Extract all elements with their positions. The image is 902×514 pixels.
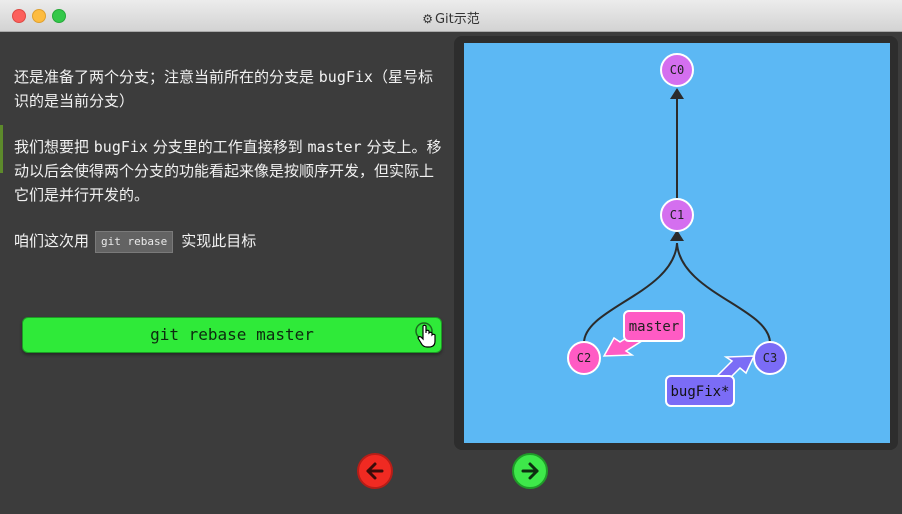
forward-button[interactable] bbox=[512, 453, 548, 489]
run-command-button[interactable]: git rebase master bbox=[22, 317, 442, 353]
instruction-text: 我们想要把 bbox=[14, 138, 94, 156]
gear-icon: ⚙ bbox=[422, 12, 433, 26]
branch-bugfix-label[interactable]: bugFix* bbox=[665, 355, 756, 407]
branch-name: bugFix bbox=[318, 68, 373, 86]
git-graph-canvas: C0 C1 C2 C3 master bbox=[464, 43, 890, 443]
minimize-window-button[interactable] bbox=[32, 9, 46, 23]
close-window-button[interactable] bbox=[12, 9, 26, 23]
arrow-left-icon bbox=[366, 462, 384, 480]
main-content: 还是准备了两个分支；注意当前所在的分支是 bugFix（星号标识的是当前分支） … bbox=[0, 33, 902, 514]
commit-c0[interactable]: C0 bbox=[660, 53, 694, 87]
instruction-paragraph-3: 咱们这次用 git rebase 实现此目标 bbox=[14, 229, 444, 253]
instruction-text: 还是准备了两个分支；注意当前所在的分支是 bbox=[14, 68, 319, 86]
commit-c2[interactable]: C2 bbox=[567, 341, 601, 375]
command-label: git rebase master bbox=[150, 325, 314, 344]
back-button[interactable] bbox=[357, 453, 393, 489]
edge-arrow-head bbox=[670, 88, 684, 99]
edge-c2-c1 bbox=[583, 242, 678, 344]
instruction-text: 实现此目标 bbox=[181, 232, 257, 250]
svg-text:C3: C3 bbox=[763, 351, 777, 365]
window-title: ⚙Git示范 bbox=[0, 8, 902, 27]
instruction-paragraph-2: 我们想要把 bugFix 分支里的工作直接移到 master 分支上。移动以后会… bbox=[14, 135, 444, 207]
svg-text:C1: C1 bbox=[670, 208, 684, 222]
instruction-panel: 还是准备了两个分支；注意当前所在的分支是 bugFix（星号标识的是当前分支） … bbox=[14, 65, 444, 275]
svg-text:bugFix*: bugFix* bbox=[670, 384, 729, 400]
instruction-text: 咱们这次用 bbox=[14, 232, 90, 250]
edge-arrow-head bbox=[670, 230, 684, 241]
edge-c3-c1 bbox=[676, 242, 771, 344]
window-edge-strip bbox=[0, 125, 3, 173]
instruction-text: （星号标识的是当前分支） bbox=[14, 68, 433, 110]
instruction-paragraph-1: 还是准备了两个分支；注意当前所在的分支是 bugFix（星号标识的是当前分支） bbox=[14, 65, 444, 113]
svg-text:master: master bbox=[629, 319, 680, 335]
window-title-text: Git示范 bbox=[434, 12, 480, 27]
branch-master-label[interactable]: master bbox=[602, 310, 685, 357]
arrow-right-icon bbox=[521, 462, 539, 480]
git-graph-svg: C0 C1 C2 C3 master bbox=[567, 53, 787, 407]
hand-pointer-icon bbox=[415, 322, 439, 350]
branch-name: master bbox=[307, 138, 362, 156]
commit-c3[interactable]: C3 bbox=[753, 341, 787, 375]
zoom-window-button[interactable] bbox=[52, 9, 66, 23]
svg-text:C0: C0 bbox=[670, 63, 684, 77]
svg-text:C2: C2 bbox=[577, 351, 591, 365]
instruction-text: 分支里的工作直接移到 bbox=[147, 138, 308, 156]
instruction-text: 分支上。移动以后会使得两个分支的功能看起来像是按顺序开发，但实际上它们是并行开发… bbox=[14, 138, 442, 204]
window-titlebar: ⚙Git示范 bbox=[0, 0, 902, 32]
branch-name: bugFix bbox=[93, 138, 148, 156]
git-graph-frame: C0 C1 C2 C3 master bbox=[454, 36, 898, 450]
command-chip: git rebase bbox=[95, 230, 174, 253]
commit-c1[interactable]: C1 bbox=[660, 198, 694, 232]
